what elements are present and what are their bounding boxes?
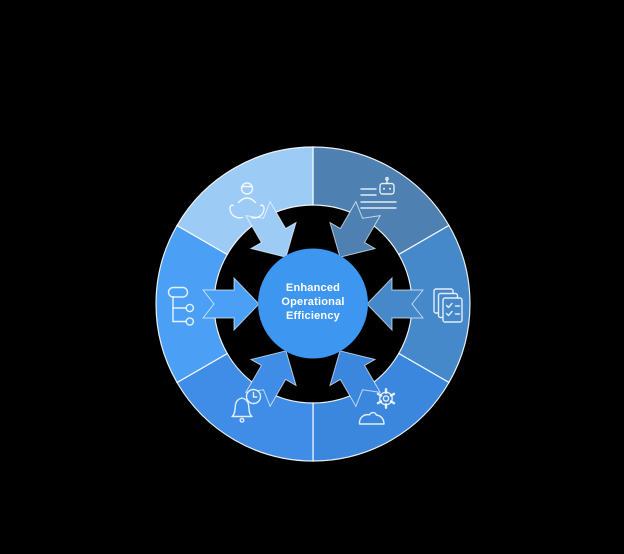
workflow-icon [167, 286, 195, 326]
hand-gear-icon [358, 388, 396, 425]
arrow-bottom-left-icon [244, 350, 297, 408]
center-label-line-2: Operational [281, 296, 345, 308]
chatbot-text-icon [360, 176, 397, 209]
documents-checklist-icon [433, 288, 463, 323]
bell-clock-icon [231, 388, 262, 423]
center-hub-label: Enhanced Operational Efficiency [251, 281, 375, 323]
center-hub [258, 248, 368, 359]
person-care-icon [229, 182, 265, 219]
segment-top-left [176, 146, 314, 256]
arrow-left-icon [201, 276, 260, 332]
center-label-line-1: Enhanced [285, 282, 341, 294]
inward-arrows [201, 200, 425, 408]
arrow-top-right-icon [329, 200, 382, 258]
arrow-right-icon [366, 276, 425, 332]
arrow-bottom-right-icon [329, 350, 382, 408]
center-label-line-3: Efficiency [286, 310, 340, 322]
